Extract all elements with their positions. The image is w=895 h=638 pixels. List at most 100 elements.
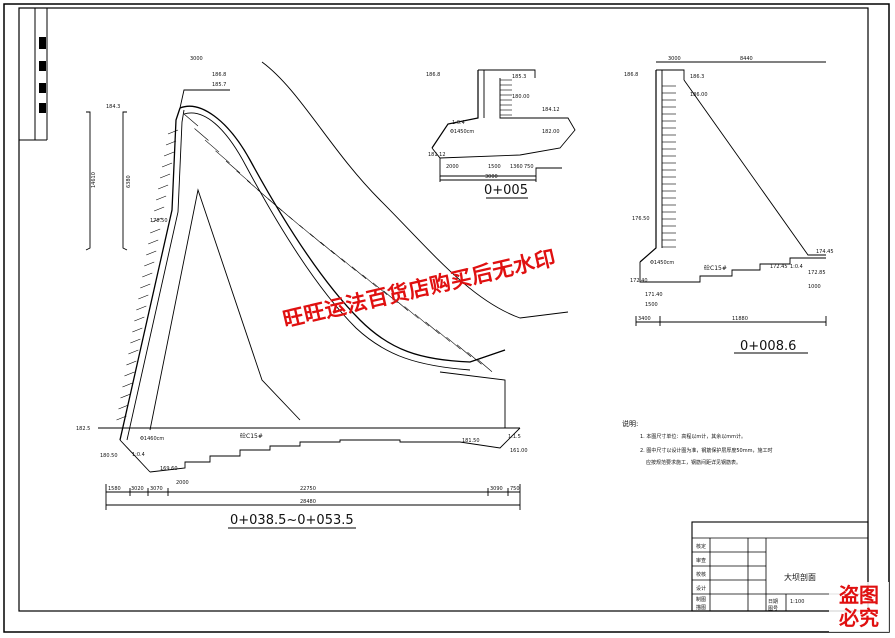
anchor-bar (236, 170, 251, 184)
section-left (85, 61, 569, 529)
right-dim-6: 1000 (808, 284, 821, 290)
anchor-bar (225, 160, 241, 174)
anchor-bar (165, 140, 177, 146)
notes-item-3: 应按规范要求施工，钢筋间距详见钢筋表。 (646, 459, 741, 466)
left-dim-6: 750 (510, 486, 520, 492)
left-slope-b: 1:1.5 (508, 434, 521, 440)
center-outline (431, 78, 576, 159)
left-dim-4: 22750 (300, 486, 316, 492)
center-elev-3: 184.12 (542, 107, 560, 113)
anchor-bar (124, 371, 135, 377)
left-core-line (149, 188, 301, 431)
anchor-bar (136, 305, 147, 311)
right-upstream-face (639, 70, 657, 263)
center-elev-4: 182.00 (542, 129, 560, 135)
right-elev-8: 172.40 (630, 278, 648, 284)
notes-item-1: 1. 本图尺寸单位：高程以m计，其余以mm计。 (640, 433, 746, 440)
right-slope-label: 1:0.4 (790, 264, 803, 270)
left-dim-3: 3070 (150, 486, 163, 492)
left-upstream-face-inner (126, 109, 185, 441)
left-elev-5: 182.5 (76, 426, 90, 432)
anchor-bar (148, 239, 159, 245)
right-elev-4: 176.50 (632, 216, 650, 222)
right-dim-4: 3400 (638, 316, 651, 322)
right-dim-1: 3000 (668, 56, 681, 62)
right-elev-3: 186.00 (690, 92, 708, 98)
right-anchor-hatching (662, 85, 676, 248)
right-elev-7: 172.85 (808, 270, 826, 276)
anchor-bar (299, 224, 314, 238)
title-row-5: 制图 (696, 596, 706, 603)
drawing-title: 大坝剖面 (784, 572, 816, 582)
center-dim-5: 3000 (485, 174, 498, 180)
title-block (691, 521, 869, 612)
anchor-bar (130, 338, 141, 344)
stamp-line-1: 盗图 (839, 583, 879, 607)
anchor-bar (414, 313, 430, 327)
section-left-title: 0+038.5~0+053.5 (230, 513, 354, 528)
right-crest (656, 69, 685, 80)
anchor-bar (362, 274, 377, 288)
section-center (431, 69, 576, 199)
anchor-bar (134, 316, 145, 322)
left-elev-4: 178.50 (150, 218, 168, 224)
left-dim-1: 1580 (108, 486, 121, 492)
anchor-bar (157, 184, 169, 190)
center-dim-1: 2000 (446, 164, 459, 170)
title-row-6: 描图 (696, 604, 706, 611)
left-dim-height-b: 6380 (126, 175, 132, 188)
left-elev-3: 185.7 (212, 82, 226, 88)
right-pipe-label: Φ1450cm (650, 260, 674, 266)
section-center-title: 0+005 (484, 183, 528, 198)
left-dim-toe: 2000 (176, 480, 189, 486)
title-row-4: 设计 (696, 585, 706, 592)
title-row-2: 审查 (696, 557, 706, 564)
anchor-bar (159, 173, 171, 179)
left-dim-crest: 3000 (190, 56, 203, 62)
center-elev-2: 185.3 (512, 74, 526, 80)
anchor-bar (330, 250, 346, 263)
anchor-bar (456, 344, 472, 357)
notes-heading: 说明: (622, 419, 638, 428)
rebar-shape-b (122, 111, 128, 251)
anchor-bar (383, 290, 398, 303)
left-apron (469, 349, 506, 363)
anchor-bar (204, 139, 220, 153)
sheet-border (3, 3, 890, 633)
left-toe (119, 439, 151, 473)
anchor-bar (425, 321, 440, 335)
center-pipe-label: Φ1450cm (450, 129, 474, 135)
left-dim-2: 3020 (131, 486, 144, 492)
right-dim-3: 11880 (732, 316, 748, 322)
anchor-bar (161, 162, 173, 168)
anchor-bar (435, 329, 451, 342)
right-elev-2: 186.3 (690, 74, 704, 80)
binding-strip (19, 8, 48, 141)
left-crest (179, 89, 230, 109)
anchor-bar (126, 360, 137, 366)
left-pipe-label: Φ1460cm (140, 436, 164, 442)
left-dim-total: 28480 (300, 499, 316, 505)
left-elev-9: 161.00 (510, 448, 528, 454)
anchor-bar (467, 352, 482, 365)
left-concrete-label: 砼C15# (240, 432, 263, 440)
center-crest (478, 69, 536, 78)
anchor-bar (138, 294, 149, 300)
center-slope-label: 1:0.4 (452, 120, 465, 126)
anchor-bar (156, 195, 167, 201)
date-label: 日期 (768, 599, 778, 605)
anchor-bar (140, 283, 151, 289)
left-downstream-face-inner (183, 112, 471, 371)
anchor-bar (122, 382, 133, 388)
anchor-bar (146, 250, 157, 256)
center-upstream-face (431, 70, 479, 149)
anchor-bar (393, 298, 409, 311)
left-slope-a: 1:0.4 (132, 452, 145, 458)
right-downstream-face (683, 79, 826, 256)
anchor-bar (309, 233, 325, 246)
number-label: 图号 (768, 606, 778, 612)
left-dim-height-a: 14610 (91, 172, 97, 188)
left-elev-8: 181.50 (462, 438, 480, 444)
section-right-title: 0+008.6 (740, 339, 796, 354)
anchor-bar (118, 404, 129, 410)
